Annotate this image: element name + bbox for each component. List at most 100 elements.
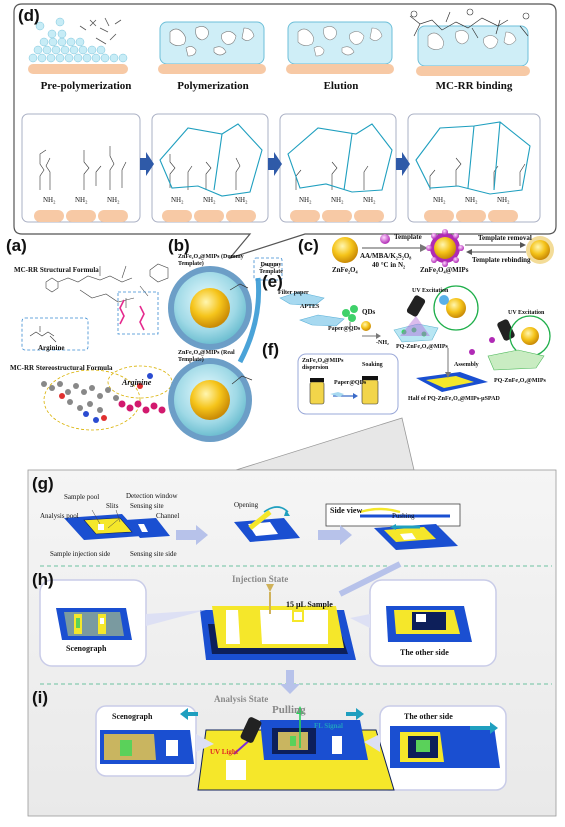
stage-label-elution: Elution — [323, 80, 359, 92]
panel-label-e: (e) — [262, 272, 283, 291]
conditions-label-2: 40 °C in N₂ — [372, 261, 406, 269]
paper-qds-label: Paper@QDs — [328, 326, 361, 332]
sensing-site-label: Sensing site — [130, 502, 164, 510]
fl-signal-label: FL Signal — [314, 722, 343, 730]
arginine-box-2 — [21, 317, 89, 351]
half-device-label: Half of PQ-ZnFe₂O₄@MIPs-μSPAD — [408, 396, 500, 402]
panel-label-h: (h) — [32, 570, 54, 589]
uv-excitation-label-2: UV Excitation — [508, 310, 545, 316]
panel-d-substrates — [34, 210, 518, 222]
panel-d-arrows — [140, 152, 410, 176]
g-arrows — [176, 525, 352, 545]
i-down-arrow — [280, 670, 300, 694]
nh2-label: NH₂ — [107, 196, 120, 204]
panel-label-i: (i) — [32, 688, 49, 707]
i-scenograph-device — [100, 730, 194, 764]
panel-label-g: (g) — [32, 474, 54, 493]
nh2-label: NH₂ — [497, 196, 510, 204]
pushing-label: Pushing — [392, 512, 415, 520]
panel-f-box — [297, 353, 399, 415]
panel-label-d: (d) — [18, 6, 40, 25]
panel-e-scheme — [279, 285, 551, 371]
h-other-device — [386, 606, 472, 642]
arginine-box — [117, 291, 159, 335]
dummy-template-mips-label: ZnFe₂O₄@MIPs (Dummy Template) — [178, 254, 244, 267]
nh2-label: NH₂ — [299, 196, 312, 204]
h-other-side-label: The other side — [400, 648, 449, 657]
i-scenograph-label: Scenograph — [112, 712, 153, 721]
injection-state-label: Injection State — [232, 574, 289, 584]
uv-excitation-label-1: UV Excitation — [412, 288, 449, 294]
h-callout-right — [350, 614, 370, 628]
h-callout-left — [146, 610, 206, 626]
g-device-1 — [64, 509, 170, 540]
pulling-label: Pulling — [272, 704, 306, 716]
panel-b-particles — [168, 257, 283, 442]
paper-qds-label-f: Paper@QDs — [334, 380, 367, 386]
sample-volume-label: 15 μL Sample — [286, 600, 333, 609]
panel-d-polymer-networks — [159, 121, 531, 197]
stage-label-prepolymerization: Pre-polymerization — [40, 80, 132, 92]
template-label: Template — [394, 233, 422, 241]
mcrr-structural-formula-label: MC-RR Structural Formula — [14, 266, 99, 274]
i-callout-right — [364, 734, 380, 752]
mcrr-stereo-formula-label: MC-RR Stereostructural Formula — [10, 364, 113, 372]
panel-a-highlight — [119, 299, 145, 331]
i-other-side-label: The other side — [404, 712, 453, 721]
aptes-label: APTES — [300, 304, 320, 310]
panel-label-f: (f) — [262, 340, 279, 359]
znfe-label: ZnFe₂O₄ — [332, 266, 358, 274]
nh2-label: NH₂ — [235, 196, 248, 204]
nh2-label: NH₂ — [363, 196, 376, 204]
panel-label-b: (b) — [168, 236, 190, 255]
znfe-mips-label: ZnFe₂O₄@MIPs — [420, 266, 469, 274]
analysis-state-label: Analysis State — [214, 694, 269, 704]
nh2-label: NH₂ — [43, 196, 56, 204]
stage-label-polymerization: Polymerization — [177, 80, 249, 92]
filter-paper-label: Filter paper — [278, 290, 309, 296]
conditions-label-1: AA/MBA/K₂S₂O₈ — [360, 252, 412, 260]
i-callout-left — [196, 734, 214, 752]
real-template-mips-label: ZnFe₂O₄@MIPs (Real Template) — [178, 350, 235, 363]
panel-f-chip — [416, 348, 488, 392]
stage-mcrr-binding — [409, 8, 530, 76]
panel-label-c: (c) — [298, 236, 319, 255]
panel-c-scheme — [332, 229, 554, 267]
stage-prepolymerization — [28, 17, 128, 74]
i-other-device — [390, 722, 500, 768]
i-main-device — [180, 706, 395, 791]
nh2-label: NH₂ — [203, 196, 216, 204]
lower-panel-connector — [235, 417, 415, 471]
detection-window-label: Detection window — [126, 492, 178, 500]
opening-label: Opening — [234, 501, 259, 509]
h-top-arrow — [338, 561, 402, 597]
arginine-label: Arginine — [38, 344, 65, 352]
panel-a-structure — [45, 263, 169, 308]
template-rebinding-label: Template rebinding — [472, 256, 531, 264]
channel-label: Channel — [156, 512, 180, 520]
sample-injection-side-label: Sample injection side — [50, 550, 111, 558]
pq-mips-label-1: PQ-ZnFe₂O₄@MIPs — [396, 344, 448, 350]
nh2-group-label: -NH₂ — [376, 340, 389, 346]
nh2-label: NH₂ — [465, 196, 478, 204]
panel-a-stereo — [41, 365, 173, 431]
h-main-device — [200, 584, 356, 660]
pq-mips-label-2: PQ-ZnFe₂O₄@MIPs — [494, 378, 546, 384]
stage-elution — [286, 21, 394, 74]
sample-pool-label: Sample pool — [64, 493, 100, 501]
mips-dispersion-label: ZnFe₂O₄@MIPs dispersion — [302, 358, 344, 371]
side-view-label: Side view — [330, 506, 363, 515]
nh2-label: NH₂ — [75, 196, 88, 204]
panel-d-molecules — [39, 146, 526, 190]
nh2-label: NH₂ — [171, 196, 184, 204]
template-removal-label: Template removal — [478, 234, 532, 242]
nh2-label: NH₂ — [331, 196, 344, 204]
g-device-2 — [234, 506, 300, 542]
h-scenograph-label: Scenograph — [66, 644, 107, 653]
uv-light-label: UV Light — [210, 748, 239, 756]
h-scenograph-device — [56, 608, 132, 640]
nh2-label: NH₂ — [433, 196, 446, 204]
stage-polymerization — [158, 21, 266, 74]
soaking-label: Soaking — [362, 362, 383, 368]
